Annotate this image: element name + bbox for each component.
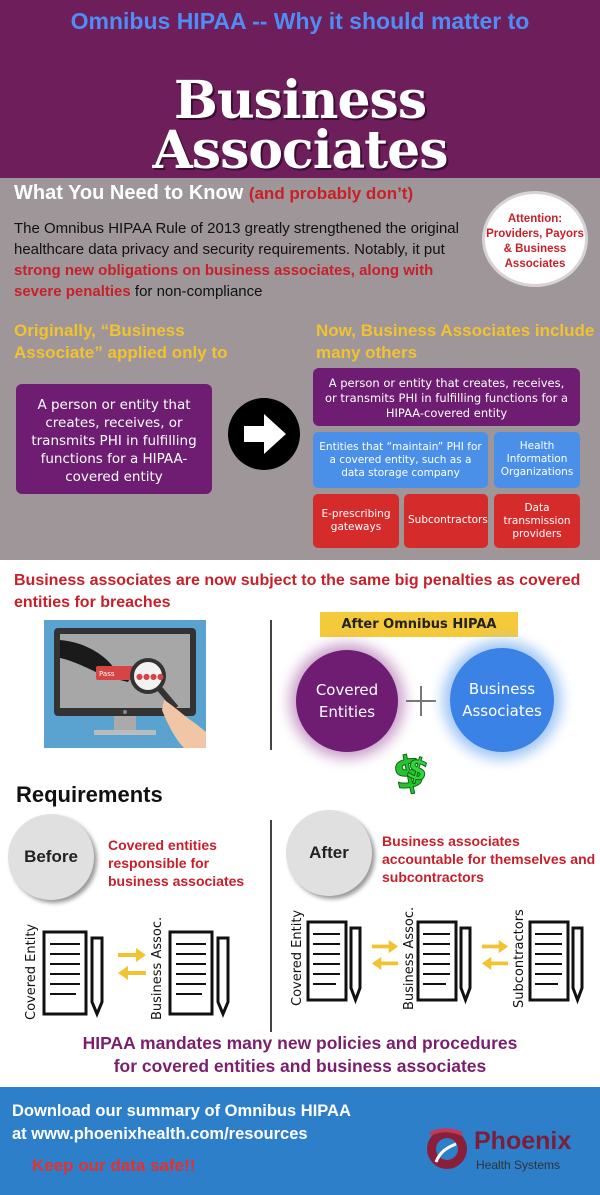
before-doc-label-1: Covered Entity	[24, 923, 39, 1020]
exchange-arrows-icon	[116, 946, 148, 985]
brand-name: Phoenix	[474, 1127, 572, 1155]
intro-text: The Omnibus HIPAA Rule of 2013 greatly s…	[14, 220, 459, 300]
phoenix-logo-icon	[424, 1126, 470, 1177]
exchange-arrows-icon	[480, 938, 510, 975]
covered-entities-circle: Covered Entities	[296, 650, 398, 752]
hio-box: Health Information Organizations	[494, 432, 580, 488]
eprescribing-box: E-prescribing gateways	[313, 494, 399, 548]
requirements-divider	[270, 820, 272, 1032]
original-heading: Originally, “Business Associate” applied…	[14, 321, 228, 362]
document-icon	[526, 918, 586, 1009]
before-text: Covered entities responsible for busines…	[108, 837, 245, 889]
slogan: Keep our data safe!!	[32, 1156, 196, 1175]
brand-subtitle: Health Systems	[476, 1158, 561, 1172]
mandate-text: HIPAA mandates many new policies and pro…	[82, 1033, 518, 1076]
document-icon	[40, 928, 106, 1023]
plus-icon	[404, 684, 438, 718]
document-icon	[414, 918, 474, 1009]
after-doc-label-1: Covered Entity	[290, 909, 305, 1006]
header-banner	[0, 0, 600, 178]
before-circle: Before	[8, 814, 94, 900]
requirements-title: Requirements	[16, 782, 163, 807]
header-title-line2: Associates	[152, 120, 448, 181]
document-icon	[166, 928, 232, 1023]
svg-text:●●●●: ●●●●	[136, 672, 164, 681]
after-text: Business associates accountable for them…	[382, 833, 596, 885]
breach-illustration: Pass ●●●●	[44, 620, 206, 748]
after-doc-label-3: Subcontractors	[512, 909, 527, 1008]
header-title-line1: Business	[173, 70, 427, 131]
password-field-label: Pass	[99, 670, 115, 678]
now-definition-box: A person or entity that creates, receive…	[313, 368, 580, 426]
original-definition-box: A person or entity that creates, receive…	[16, 384, 212, 494]
penalties-text: Business associates are now subject to t…	[14, 572, 581, 611]
after-omnibus-label: After Omnibus HIPAA	[320, 612, 518, 637]
exchange-arrows-icon	[370, 938, 400, 975]
header-subtitle: Omnibus HIPAA -- Why it should matter to	[70, 8, 530, 34]
now-heading: Now, Business Associates include many ot…	[316, 321, 595, 362]
before-doc-label-2: Business Assoc.	[150, 916, 165, 1020]
document-icon	[304, 918, 364, 1009]
maintain-phi-box: Entities that “maintain” PHI for a cover…	[313, 432, 488, 488]
intro-heading: What You Need to Know (and probably don’…	[14, 182, 414, 204]
data-transmission-box: Data transmission providers	[494, 494, 580, 548]
footer	[0, 1087, 600, 1195]
after-circle: After	[286, 810, 372, 896]
dollar-icon: $ $	[388, 738, 440, 801]
arrow-icon	[228, 398, 300, 470]
section-divider	[270, 620, 272, 750]
download-text[interactable]: Download our summary of Omnibus HIPAA at…	[12, 1102, 351, 1143]
attention-badge: Attention: Providers, Payors & Business …	[485, 194, 585, 284]
business-associates-circle: Business Associates	[450, 648, 554, 752]
subcontractors-box: Subcontractors	[404, 494, 488, 548]
